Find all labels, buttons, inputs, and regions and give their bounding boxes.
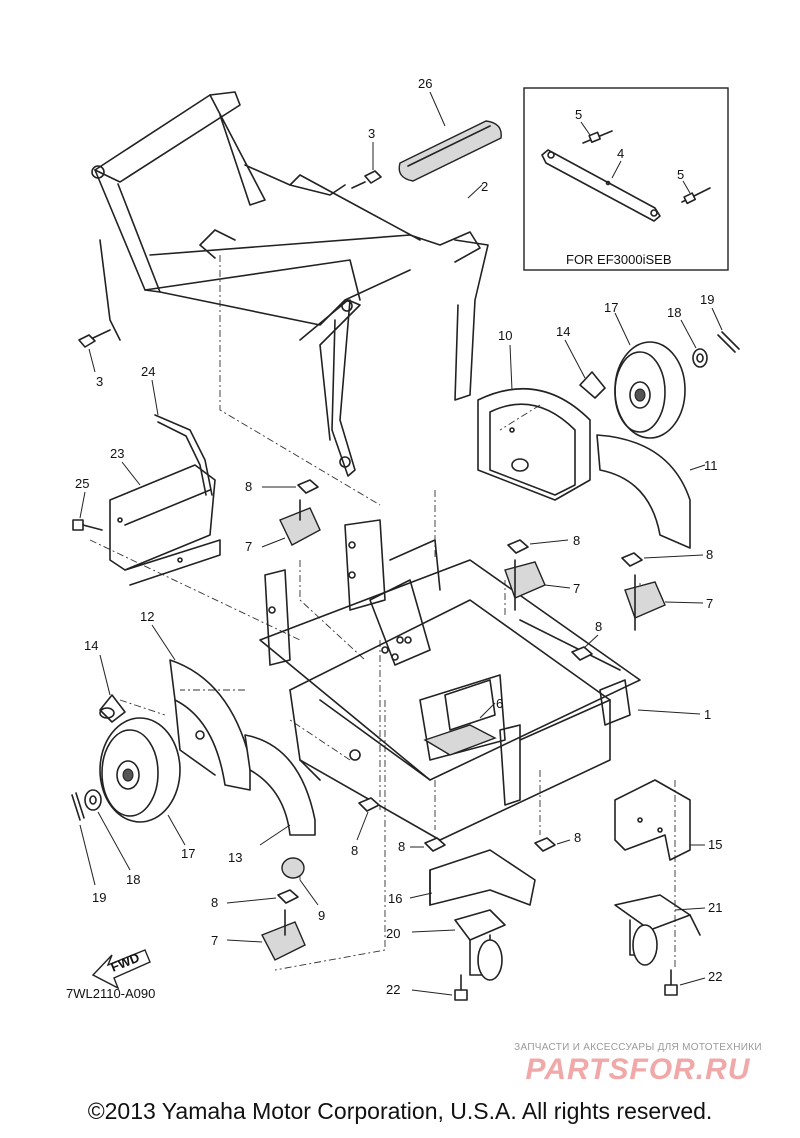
bracket-part-15 <box>614 779 705 861</box>
forward-arrow-icon: FWD <box>91 949 151 990</box>
callout-11: 11 <box>704 458 718 473</box>
callout-22-right: 22 <box>708 969 722 984</box>
cotter-pin-part-19-left <box>71 792 96 886</box>
callout-8-h: 8 <box>211 895 218 910</box>
callout-17-left: 17 <box>181 846 195 861</box>
assembly-centerlines <box>89 255 676 971</box>
callout-8-d: 8 <box>595 619 602 634</box>
callout-8-b: 8 <box>573 533 580 548</box>
nut-part-8-f <box>410 837 446 852</box>
bolt-part-25 <box>72 491 103 531</box>
copyright-notice: ©2013 Yamaha Motor Corporation, U.S.A. A… <box>87 1098 713 1124</box>
bolt-part-5b <box>681 187 711 205</box>
callout-8-a: 8 <box>245 479 252 494</box>
bolt-part-3-top <box>351 142 382 189</box>
callout-21: 21 <box>708 900 722 915</box>
nut-part-8-e <box>356 797 380 841</box>
callout-7-b: 7 <box>573 581 580 596</box>
guard-part-13 <box>244 734 316 846</box>
nut-part-8-h <box>226 889 299 904</box>
nut-part-8-a <box>262 479 319 494</box>
bolt-part-22-right <box>664 969 706 996</box>
watermark-tagline: ЗАПЧАСТИ И АКСЕССУАРЫ ДЛЯ МОТОТЕХНИКИ <box>514 1042 762 1053</box>
callout-8-e: 8 <box>351 843 358 858</box>
callout-7-c: 7 <box>706 596 713 611</box>
bolt-part-22-left <box>411 974 468 1001</box>
callout-24: 24 <box>141 364 155 379</box>
guard-part-11 <box>596 434 706 549</box>
callout-23: 23 <box>110 446 124 461</box>
main-frame-part-2 <box>91 91 489 477</box>
callout-4: 4 <box>617 146 624 161</box>
mount-part-7-a <box>261 499 321 548</box>
nut-part-8-d <box>571 634 599 661</box>
callout-25: 25 <box>75 476 89 491</box>
watermark-logo: PARTSFOR.RU <box>525 1053 751 1086</box>
callout-18-left: 18 <box>126 872 140 887</box>
clip-part-14-right <box>564 339 606 399</box>
callout-26: 26 <box>418 76 432 91</box>
bar-part-4 <box>541 149 661 222</box>
callout-6: 6 <box>496 696 503 711</box>
callout-10: 10 <box>498 328 512 343</box>
callout-16: 16 <box>388 891 402 906</box>
callout-9: 9 <box>318 908 325 923</box>
callout-15: 15 <box>708 837 722 852</box>
cover-part-12 <box>151 624 251 791</box>
callout-12: 12 <box>140 609 154 624</box>
wheel-part-17-right <box>614 312 686 439</box>
callout-1: 1 <box>704 707 711 722</box>
callout-19-right: 19 <box>700 292 714 307</box>
mount-part-7-b <box>504 559 571 611</box>
callout-5-a: 5 <box>575 107 582 122</box>
callout-7-d: 7 <box>211 933 218 948</box>
callout-8-f: 8 <box>398 839 405 854</box>
caster-part-21 <box>614 894 706 966</box>
callout-labels: 1 2 3 3 4 5 5 6 7 7 7 7 8 8 8 8 8 8 8 8 … <box>75 76 722 997</box>
watermark: ЗАПЧАСТИ И АКСЕССУАРЫ ДЛЯ МОТОТЕХНИКИ PA… <box>488 1042 788 1087</box>
cap-part-9 <box>281 857 319 906</box>
caster-part-20 <box>411 909 506 981</box>
cotter-pin-part-19-right <box>711 307 740 353</box>
callout-7-a: 7 <box>245 539 252 554</box>
washer-part-18-left <box>84 789 131 871</box>
callout-8-c: 8 <box>706 547 713 562</box>
callout-8-g: 8 <box>574 830 581 845</box>
callout-3-left: 3 <box>96 374 103 389</box>
callout-17-right: 17 <box>604 300 618 315</box>
nut-part-8-c <box>621 552 704 567</box>
callout-14-left: 14 <box>84 638 98 653</box>
bracket-part-16 <box>409 849 536 906</box>
mount-part-7-d <box>226 909 306 961</box>
callout-19-left: 19 <box>92 890 106 905</box>
callout-22-left: 22 <box>386 982 400 997</box>
bolt-part-3-left <box>78 329 111 373</box>
nut-part-8-g <box>534 837 571 852</box>
inset-caption: FOR EF3000iSEB <box>566 252 672 267</box>
callout-18-right: 18 <box>667 305 681 320</box>
callout-5-b: 5 <box>677 167 684 182</box>
bracket-part-23 <box>109 461 221 586</box>
strap-part-24 <box>151 379 213 496</box>
callout-3-top: 3 <box>368 126 375 141</box>
pad-part-6 <box>423 702 497 756</box>
callout-13: 13 <box>228 850 242 865</box>
base-frame-part-1 <box>259 519 701 841</box>
accessory-inset <box>523 87 729 271</box>
nut-part-8-b <box>507 539 569 554</box>
diagram-reference: 7WL2110-A090 <box>66 986 156 1001</box>
mount-part-7-c <box>624 574 704 631</box>
clip-part-14-left <box>99 654 126 723</box>
cover-part-10 <box>477 344 591 501</box>
washer-part-18-right <box>680 319 708 368</box>
bolt-part-5a <box>582 130 613 144</box>
wheel-part-17-left <box>99 717 186 846</box>
callout-20: 20 <box>386 926 400 941</box>
callout-14-right: 14 <box>556 324 570 339</box>
callout-2: 2 <box>481 179 488 194</box>
grip-cover-part-26 <box>398 91 502 182</box>
